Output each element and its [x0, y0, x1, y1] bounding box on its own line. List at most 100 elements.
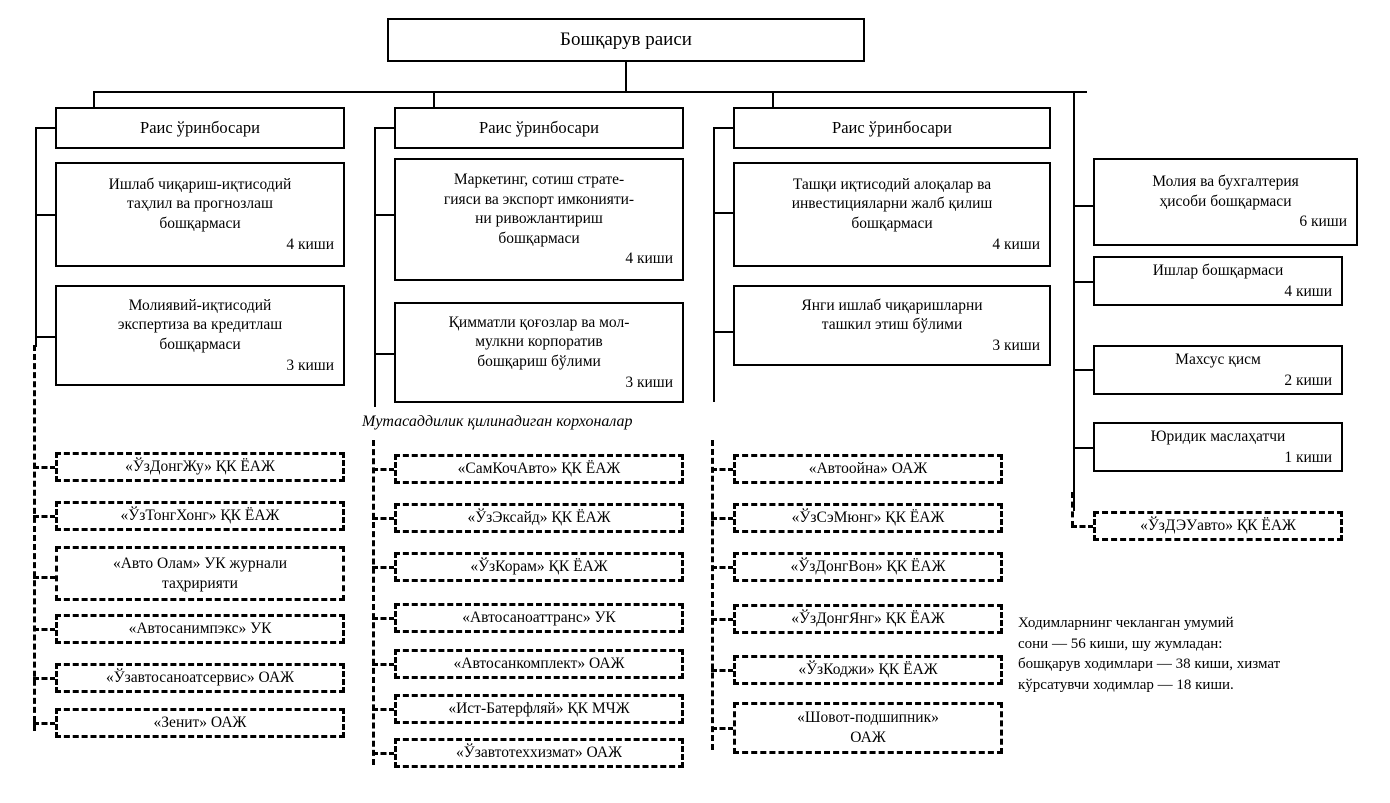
box-department-col2-1-count: 4 киши [625, 250, 673, 268]
box-enterprise-col3-4-label: «ЎзДонгЯнг» ҚК ЁАЖ [791, 610, 945, 628]
box-enterprise-col3-1[interactable]: «Автоойна» ОАЖ [733, 454, 1003, 484]
box-chairman-label: Бошқарув раиси [560, 29, 692, 51]
connector-col3-ent-4 [711, 618, 734, 621]
box-enterprise-col3-5-label: «ЎзКоджи» ҚК ЁАЖ [798, 661, 938, 679]
box-enterprise-col1-2[interactable]: «ЎзТонгХонг» ҚК ЁАЖ [55, 501, 345, 531]
box-department-col4-1-title: Молия ва бухгалтерия ҳисоби бошқармаси [1152, 173, 1299, 210]
box-enterprise-col2-1[interactable]: «СамКочАвто» ҚК ЁАЖ [394, 454, 684, 484]
connector-col4-dept-2 [1073, 281, 1095, 283]
box-enterprise-col1-1-label: «ЎзДонгЖу» ҚК ЁАЖ [125, 458, 275, 476]
box-enterprise-col1-3[interactable]: «Авто Олам» УК журнали таҳририяти [55, 546, 345, 601]
box-enterprise-col2-4[interactable]: «Автосаноаттранс» УК [394, 603, 684, 633]
box-enterprise-col3-2[interactable]: «ЎзСэМюнг» ҚК ЁАЖ [733, 503, 1003, 533]
box-department-col3-2[interactable]: Янги ишлаб чиқаришларни ташкил этиш бўли… [733, 285, 1051, 366]
box-department-col1-1[interactable]: Ишлаб чиқариш-иқтисодий таҳлил ва прогно… [55, 162, 345, 267]
connector-col4-dept-3 [1073, 369, 1095, 371]
box-department-col1-1-count: 4 киши [286, 235, 334, 253]
connector-col1-ent-2 [33, 515, 56, 518]
connector-col3-ent-6 [711, 727, 734, 730]
box-enterprise-col2-7[interactable]: «Ўзавтотеххизмат» ОАЖ [394, 738, 684, 768]
box-deputy-3-label: Раис ўринбосари [832, 117, 952, 137]
connector-col2-ent-7 [372, 752, 395, 755]
box-enterprise-col2-6[interactable]: «Ист-Батерфляй» ҚК МЧЖ [394, 694, 684, 724]
box-enterprise-col2-4-label: «Автосаноаттранс» УК [462, 609, 616, 627]
box-enterprise-col3-5[interactable]: «ЎзКоджи» ҚК ЁАЖ [733, 655, 1003, 685]
box-enterprise-col1-6[interactable]: «Зенит» ОАЖ [55, 708, 345, 738]
box-enterprise-col3-3[interactable]: «ЎзДонгВон» ҚК ЁАЖ [733, 552, 1003, 582]
box-department-col4-2[interactable]: Ишлар бошқармаси 4 киши [1093, 256, 1343, 306]
box-department-col1-2-title: Молиявий-иқтисодий экспертиза ва кредитл… [117, 296, 283, 353]
box-enterprise-col2-2-label: «ЎзЭксайд» ҚК ЁАЖ [467, 509, 611, 527]
box-department-col2-2-title: Қимматли қоғозлар ва мол- мулкни корпора… [448, 313, 630, 370]
box-department-col2-2-count: 3 киши [625, 373, 673, 391]
box-department-col2-1[interactable]: Маркетинг, сотиш страте- гияси ва экспор… [394, 158, 684, 281]
box-department-col3-2-count: 3 киши [992, 336, 1040, 354]
box-department-col3-2-title: Янги ишлаб чиқаришларни ташкил этиш бўли… [801, 296, 983, 334]
connector-col2-ent-5 [372, 663, 395, 666]
connector-col3-ent-5 [711, 669, 734, 672]
box-department-col3-1-title: Ташқи иқтисодий алоқалар ва инвестицияла… [791, 175, 993, 232]
box-department-col1-2[interactable]: Молиявий-иқтисодий экспертиза ва кредитл… [55, 285, 345, 386]
box-enterprise-col3-6[interactable]: «Шовот-подшипник» ОАЖ [733, 702, 1003, 754]
box-deputy-1-label: Раис ўринбосари [140, 117, 260, 137]
connector-col1-dept-1 [35, 214, 57, 216]
connector-col2-dept-2 [374, 353, 396, 355]
connector-col4-dept-4 [1073, 447, 1095, 449]
connector-col3-ent-2 [711, 517, 734, 520]
box-department-col3-1[interactable]: Ташқи иқтисодий алоқалар ва инвестицияла… [733, 162, 1051, 267]
spine-column-1 [35, 127, 37, 347]
box-department-col4-3-count: 2 киши [1284, 371, 1332, 389]
box-department-col4-2-count: 4 киши [1284, 282, 1332, 300]
box-department-col4-3[interactable]: Махсус қисм 2 киши [1093, 345, 1343, 395]
box-deputy-2[interactable]: Раис ўринбосари [394, 107, 684, 149]
box-enterprise-col3-2-label: «ЎзСэМюнг» ҚК ЁАЖ [791, 509, 945, 527]
box-enterprise-col1-1[interactable]: «ЎзДонгЖу» ҚК ЁАЖ [55, 452, 345, 482]
box-enterprise-col2-5[interactable]: «Автосанкомплект» ОАЖ [394, 649, 684, 679]
connector-col2-ent-1 [372, 468, 395, 471]
spine-column-4-enterprises [1071, 492, 1074, 527]
box-enterprise-col2-3-label: «ЎзКорам» ҚК ЁАЖ [470, 558, 608, 576]
box-department-col1-1-title: Ишлаб чиқариш-иқтисодий таҳлил ва прогно… [108, 175, 292, 232]
box-enterprise-col1-5[interactable]: «Ўзавтосаноатсервис» ОАЖ [55, 663, 345, 693]
connector-col1-ent-1 [33, 466, 56, 469]
box-enterprise-col3-3-label: «ЎзДонгВон» ҚК ЁАЖ [790, 558, 946, 576]
box-deputy-1[interactable]: Раис ўринбосари [55, 107, 345, 149]
connector-col2-ent-6 [372, 708, 395, 711]
connector-col2-ent-2 [372, 517, 395, 520]
connector-col1-ent-5 [33, 677, 56, 680]
box-enterprise-col2-2[interactable]: «ЎзЭксайд» ҚК ЁАЖ [394, 503, 684, 533]
box-deputy-3[interactable]: Раис ўринбосари [733, 107, 1051, 149]
box-department-col4-1[interactable]: Молия ва бухгалтерия ҳисоби бошқармаси 6… [1093, 158, 1358, 246]
box-department-col4-3-title: Махсус қисм [1175, 350, 1261, 368]
box-department-col4-1-count: 6 киши [1299, 213, 1347, 231]
connector-col2-deputy [374, 127, 396, 129]
connector-col2-ent-4 [372, 617, 395, 620]
box-chairman[interactable]: Бошқарув раиси [387, 18, 865, 62]
box-enterprise-col3-1-label: «Автоойна» ОАЖ [808, 460, 928, 478]
connector-col3-ent-3 [711, 566, 734, 569]
box-enterprise-col1-4[interactable]: «Автосанимпэкс» УК [55, 614, 345, 644]
box-enterprise-col2-1-label: «СамКочАвто» ҚК ЁАЖ [457, 460, 621, 478]
connector-main-bus [93, 91, 1087, 93]
box-enterprise-col1-5-label: «Ўзавтосаноатсервис» ОАЖ [105, 669, 295, 687]
box-enterprise-col3-4[interactable]: «ЎзДонгЯнг» ҚК ЁАЖ [733, 604, 1003, 634]
box-department-col4-4-count: 1 киши [1284, 448, 1332, 466]
connector-col3-ent-1 [711, 468, 734, 471]
box-enterprise-col4-1[interactable]: «ЎзДЭУавто» ҚК ЁАЖ [1093, 511, 1343, 541]
connector-col4-dept-1 [1073, 205, 1095, 207]
spine-column-2-enterprises [372, 440, 375, 765]
box-enterprise-col2-7-label: «Ўзавтотеххизмат» ОАЖ [455, 744, 622, 762]
box-enterprise-col4-1-label: «ЎзДЭУавто» ҚК ЁАЖ [1140, 517, 1296, 535]
connector-root-stem [625, 62, 627, 92]
connector-col4-ent-1 [1071, 525, 1094, 528]
box-enterprise-col1-2-label: «ЎзТонгХонг» ҚК ЁАЖ [120, 507, 280, 525]
connector-col1-deputy [35, 127, 57, 129]
box-department-col2-1-title: Маркетинг, сотиш страте- гияси ва экспор… [443, 171, 635, 247]
spine-column-3-enterprises [711, 440, 714, 750]
connector-col3-dept-1 [713, 212, 735, 214]
box-enterprise-col2-3[interactable]: «ЎзКорам» ҚК ЁАЖ [394, 552, 684, 582]
staff-footnote: Ходимларнинг чекланган умумий сони — 56 … [1018, 615, 1281, 694]
box-enterprise-col3-6-label: «Шовот-подшипник» ОАЖ [797, 709, 939, 746]
box-department-col2-2[interactable]: Қимматли қоғозлар ва мол- мулкни корпора… [394, 302, 684, 403]
box-department-col4-4[interactable]: Юридик маслаҳатчи 1 киши [1093, 422, 1343, 472]
